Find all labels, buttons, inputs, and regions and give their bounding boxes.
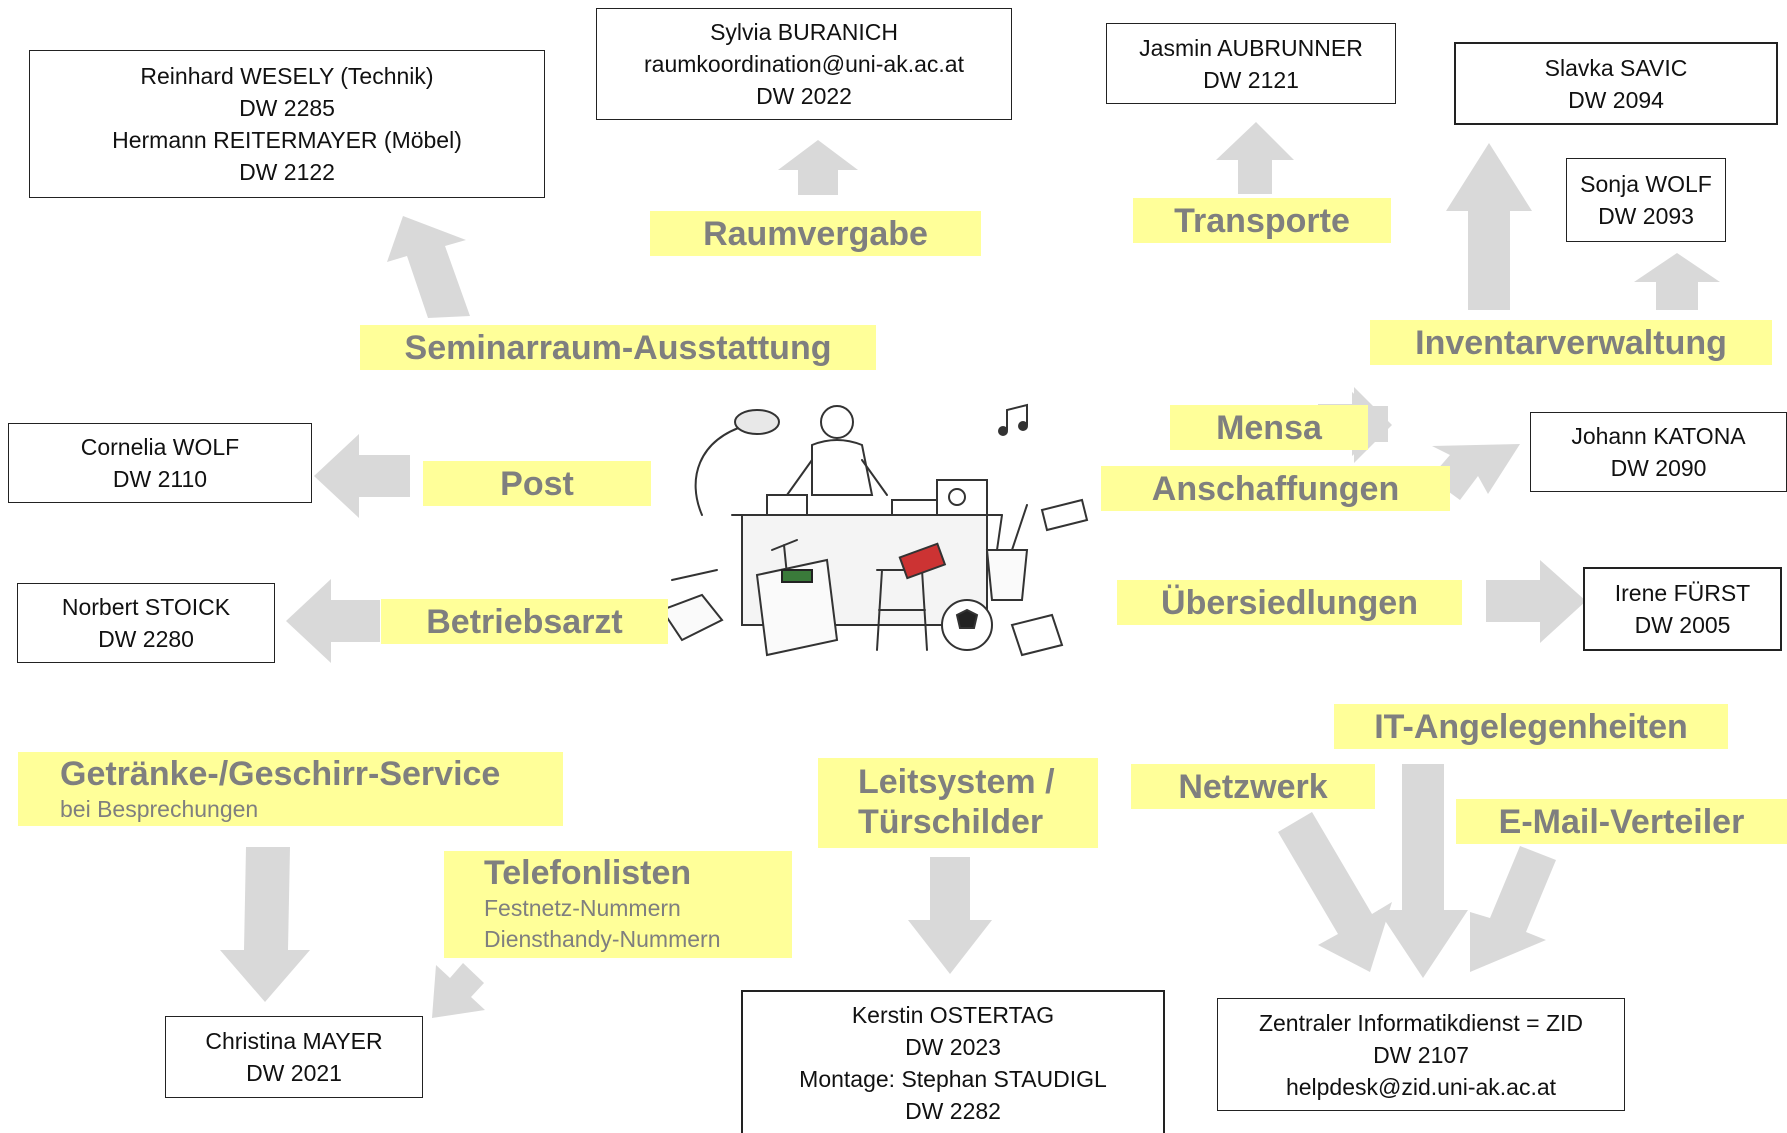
- contact-phone: DW 2122: [239, 159, 335, 185]
- contact-sonja-wolf: Sonja WOLF DW 2093: [1566, 158, 1726, 242]
- contact-name: Norbert STOICK: [61, 594, 231, 620]
- contact-phone: DW 2285: [239, 95, 335, 121]
- arrow-transporte: [1216, 122, 1294, 194]
- contact-name: Hermann REITERMAYER (Möbel): [112, 127, 462, 153]
- contact-name: Montage: Stephan STAUDIGL: [799, 1065, 1107, 1092]
- contact-name: Zentraler Informatikdienst = ZID: [1258, 1009, 1584, 1036]
- topic-leitsystem: Leitsystem / Türschilder: [818, 758, 1098, 848]
- contact-phone: DW 2282: [905, 1097, 1001, 1124]
- arrow-post: [314, 434, 410, 518]
- topic-getraenke-sub: bei Besprechungen: [60, 796, 259, 822]
- arrow-telefonlisten: [432, 963, 485, 1018]
- contact-ostertag-staudigl: Kerstin OSTERTAG DW 2023 Montage: Stepha…: [741, 990, 1165, 1133]
- contact-wesely-reitermayer: Reinhard WESELY (Technik) DW 2285 Herman…: [29, 50, 545, 198]
- contact-stoick: Norbert STOICK DW 2280: [17, 583, 275, 663]
- contact-email[interactable]: raumkoordination@uni-ak.ac.at: [644, 51, 964, 77]
- contact-buranich: Sylvia BURANICH raumkoordination@uni-ak.…: [596, 8, 1012, 120]
- arrow-uebersiedlungen: [1486, 560, 1586, 643]
- topic-telefonlisten-sub2: Diensthandy-Nummern: [484, 926, 721, 952]
- contact-name: Johann KATONA: [1571, 423, 1746, 449]
- topic-getraenke-title: Getränke-/Geschirr-Service: [60, 755, 501, 793]
- topic-uebersiedlungen: Übersiedlungen: [1117, 580, 1462, 625]
- contact-savic: Slavka SAVIC DW 2094: [1454, 42, 1778, 125]
- contact-email[interactable]: helpdesk@zid.uni-ak.ac.at: [1285, 1073, 1557, 1100]
- topic-telefonlisten: Telefonlisten Festnetz-Nummern Diensthan…: [444, 851, 792, 958]
- topic-seminarraum-ausstattung: Seminarraum-Ausstattung: [360, 325, 876, 370]
- topic-telefonlisten-title: Telefonlisten: [484, 854, 692, 892]
- contact-aubrunner: Jasmin AUBRUNNER DW 2121: [1106, 23, 1396, 104]
- arrow-netzwerk: [1278, 812, 1392, 972]
- arrow-mensa: [1352, 392, 1388, 456]
- contact-name: Jasmin AUBRUNNER: [1139, 34, 1363, 61]
- contact-name: Irene FÜRST: [1614, 580, 1751, 606]
- contact-mayer: Christina MAYER DW 2021: [165, 1016, 423, 1098]
- arrow-anschaffungen: [1430, 444, 1520, 500]
- contact-cornelia-wolf: Cornelia WOLF DW 2110: [8, 423, 312, 503]
- topic-leitsystem-line1: Leitsystem /: [858, 763, 1055, 801]
- topic-email-verteiler: E-Mail-Verteiler: [1456, 799, 1787, 844]
- office-clutter-illustration: [662, 403, 1089, 657]
- arrow-leitsystem: [908, 857, 992, 974]
- contact-phone: DW 2021: [246, 1060, 342, 1086]
- arrow-getraenke: [220, 847, 310, 1002]
- contact-phone: DW 2023: [905, 1033, 1001, 1060]
- topic-inventarverwaltung: Inventarverwaltung: [1370, 320, 1772, 365]
- contact-name: Kerstin OSTERTAG: [851, 1001, 1055, 1028]
- topic-post: Post: [423, 461, 651, 506]
- arrow-email: [1470, 846, 1556, 972]
- contact-name: Sylvia BURANICH: [710, 19, 898, 45]
- arrow-raumvergabe: [778, 140, 858, 195]
- contact-phone: DW 2121: [1203, 66, 1299, 93]
- contact-fuerst: Irene FÜRST DW 2005: [1583, 567, 1782, 651]
- arrow-betriebsarzt: [286, 579, 380, 663]
- topic-betriebsarzt: Betriebsarzt: [381, 599, 668, 644]
- topic-anschaffungen: Anschaffungen: [1101, 466, 1450, 511]
- contact-name: Cornelia WOLF: [80, 434, 240, 460]
- contact-katona: Johann KATONA DW 2090: [1530, 412, 1787, 492]
- contact-phone: DW 2022: [756, 83, 852, 109]
- topic-raumvergabe: Raumvergabe: [650, 211, 981, 256]
- arrow-inventar-savic: [1446, 143, 1532, 310]
- contact-phone: DW 2280: [98, 626, 194, 652]
- contact-phone: DW 2094: [1568, 86, 1664, 113]
- contact-name: Slavka SAVIC: [1544, 54, 1688, 81]
- contact-phone: DW 2110: [112, 466, 208, 492]
- topic-leitsystem-line2: Türschilder: [858, 803, 1044, 841]
- contact-name: Christina MAYER: [205, 1028, 383, 1054]
- contact-name: Reinhard WESELY (Technik): [140, 63, 434, 89]
- topic-mensa: Mensa: [1170, 405, 1368, 450]
- contact-phone: DW 2107: [1373, 1041, 1469, 1068]
- topic-transporte: Transporte: [1133, 198, 1391, 243]
- topic-telefonlisten-sub1: Festnetz-Nummern: [484, 895, 681, 921]
- contact-name: Sonja WOLF: [1580, 171, 1712, 197]
- topic-netzwerk: Netzwerk: [1131, 764, 1375, 809]
- arrow-seminarraum: [387, 216, 470, 318]
- topic-getraenke-service: Getränke-/Geschirr-Service bei Besprechu…: [18, 752, 563, 826]
- contact-zid: Zentraler Informatikdienst = ZID DW 2107…: [1217, 998, 1625, 1111]
- arrow-it: [1378, 764, 1468, 978]
- contact-phone: DW 2093: [1598, 203, 1694, 229]
- arrow-inventar-sonja: [1634, 253, 1720, 310]
- topic-it-angelegenheiten: IT-Angelegenheiten: [1334, 704, 1728, 749]
- contact-phone: DW 2090: [1610, 455, 1707, 481]
- contact-phone: DW 2005: [1634, 612, 1731, 638]
